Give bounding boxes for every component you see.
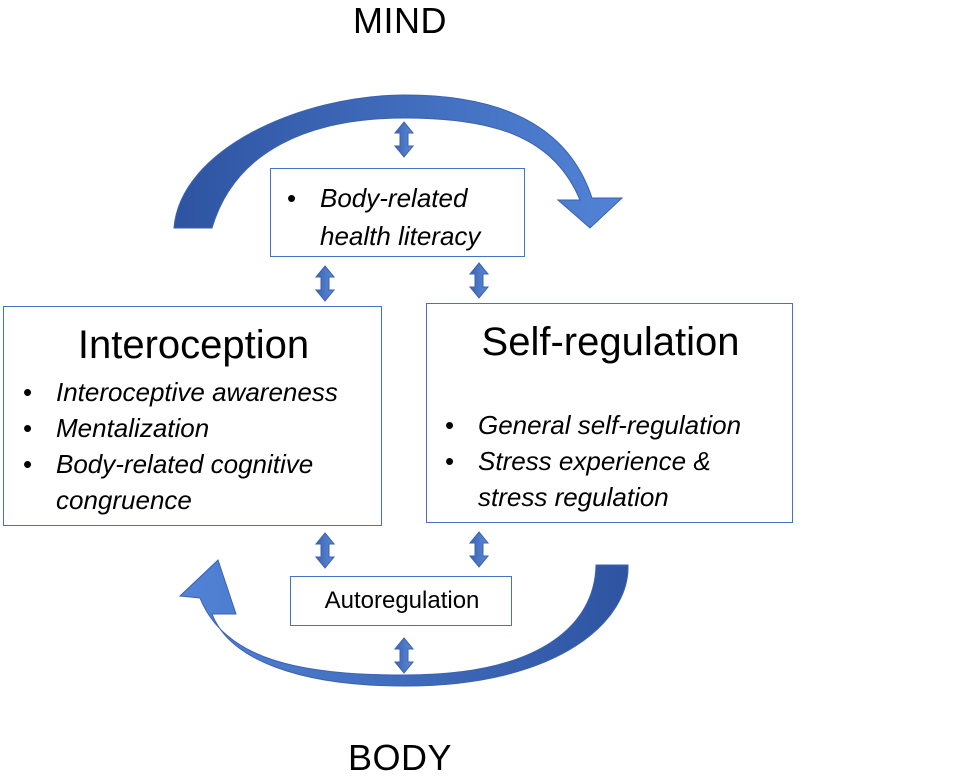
list-item: •Body-related cognitive bbox=[23, 446, 338, 482]
list-item: •Body-related bbox=[287, 179, 480, 217]
double-arrow-autoreg-left bbox=[314, 532, 336, 569]
double-arrow-top bbox=[393, 121, 415, 158]
list-item: congruence bbox=[56, 485, 192, 515]
bullet-glyph: • bbox=[445, 410, 455, 440]
bullet-glyph: • bbox=[23, 413, 33, 443]
self-regulation-box: Self-regulation •General self-regulation… bbox=[426, 303, 793, 523]
double-arrow-literacy-left bbox=[314, 265, 336, 302]
autoregulation-box: Autoregulation bbox=[290, 576, 512, 626]
mind-label: MIND bbox=[353, 0, 447, 41]
interoception-title: Interoception bbox=[77, 323, 310, 367]
list-item: •Mentalization bbox=[23, 410, 338, 446]
list-item: •General self-regulation bbox=[445, 407, 741, 443]
double-arrow-literacy-right bbox=[468, 262, 490, 299]
self-regulation-list: •General self-regulation •Stress experie… bbox=[445, 407, 741, 515]
top-curved-arrow bbox=[173, 94, 624, 229]
list-item: •Stress experience & bbox=[445, 443, 741, 479]
list-item: stress regulation bbox=[478, 482, 669, 512]
interoception-box: Interoception •Interoceptive awareness •… bbox=[3, 306, 382, 526]
health-literacy-list: •Body-related health literacy bbox=[287, 179, 481, 255]
health-literacy-box: •Body-related health literacy bbox=[270, 168, 525, 257]
list-item: health literacy bbox=[320, 221, 481, 251]
interoception-list: •Interoceptive awareness •Mentalization … bbox=[23, 374, 338, 518]
bullet-glyph: • bbox=[445, 446, 455, 476]
bullet-glyph: • bbox=[23, 449, 33, 479]
bottom-curved-arrow bbox=[178, 559, 629, 687]
double-arrow-autoreg-right bbox=[468, 531, 490, 568]
list-item: •Interoceptive awareness bbox=[23, 374, 338, 410]
bullet-glyph: • bbox=[287, 183, 297, 213]
autoregulation-label: Autoregulation bbox=[324, 587, 480, 614]
bullet-glyph: • bbox=[23, 377, 33, 407]
double-arrow-bottom bbox=[393, 637, 415, 674]
self-regulation-title: Self-regulation bbox=[481, 320, 740, 364]
body-label: BODY bbox=[347, 737, 453, 778]
